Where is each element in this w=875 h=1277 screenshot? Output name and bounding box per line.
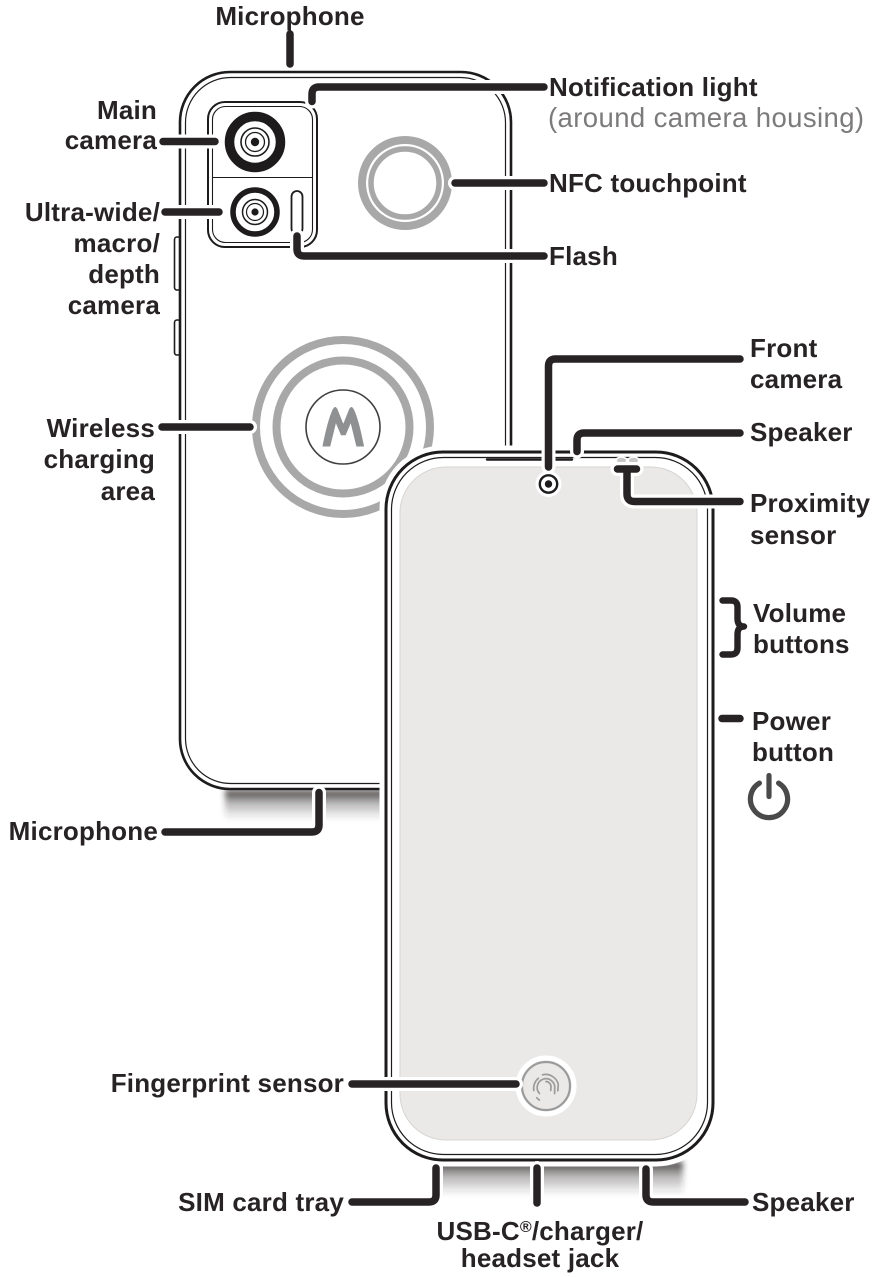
- label-sim-tray: SIM card tray: [178, 1187, 344, 1217]
- front-screen: [399, 466, 698, 1141]
- motorola-logo-icon: [305, 389, 381, 465]
- camera-housing: [207, 101, 318, 248]
- leader-flash: [290, 229, 551, 263]
- leader-speaker-bottom-line: [642, 1165, 749, 1206]
- label-volume-1: Volume: [753, 598, 846, 628]
- label-proximity-2: sensor: [750, 520, 836, 550]
- label-power-1: Power: [752, 706, 831, 736]
- label-notification-light-sub: (around camera housing): [548, 102, 864, 133]
- label-speaker-bottom: Speaker: [752, 1187, 855, 1217]
- label-main-camera-1: Main: [97, 95, 157, 125]
- camera-housing-inner-line: [211, 105, 314, 244]
- fingerprint-whorl-1: [545, 1080, 552, 1092]
- leader-sim-line: [348, 1164, 440, 1206]
- usb-registered-mark: ®: [520, 1219, 532, 1236]
- fingerprint-whorl-5: [535, 1096, 541, 1101]
- label-notification-light: Notification light: [549, 72, 758, 102]
- leader-proximity-line: [623, 466, 744, 506]
- motorola-batwing: [322, 406, 365, 447]
- power-icon-arc: [747, 780, 791, 821]
- nfc-inner-ring: [368, 146, 442, 220]
- usb-part1: USB-C: [437, 1216, 520, 1246]
- front-camera-pupil: [544, 480, 553, 488]
- leader-front-camera-line: [544, 355, 744, 471]
- leader-speaker-top: [570, 426, 747, 459]
- front-camera-icon: [535, 471, 562, 497]
- volume-buttons-bracket: [719, 597, 748, 658]
- label-front-camera-2: camera: [750, 364, 843, 394]
- leader-microphone-left-line: [161, 788, 323, 836]
- fingerprint-whorl-2: [536, 1077, 556, 1095]
- label-ultra-camera-4: camera: [68, 290, 161, 320]
- wireless-inner-ring: [272, 356, 414, 498]
- ultra-camera-inner-ring: [245, 202, 265, 222]
- leader-speaker-bottom: [639, 1162, 752, 1209]
- label-fingerprint: Fingerprint sensor: [111, 1068, 344, 1098]
- label-ultra-camera-3: depth: [88, 259, 160, 289]
- label-power-2: button: [752, 737, 834, 767]
- leader-sim-halo: [345, 1161, 443, 1209]
- leader-notification-light: [305, 80, 551, 109]
- ultra-camera-pupil: [251, 208, 259, 216]
- flash-icon: [290, 190, 304, 235]
- main-camera-outer-ring: [224, 111, 286, 173]
- label-front-camera-1: Front: [750, 333, 818, 363]
- main-camera-pupil: [250, 137, 260, 147]
- leader-sim-tray: [345, 1161, 443, 1209]
- proximity-window-2: [629, 457, 638, 464]
- label-wireless-2: charging: [44, 444, 155, 474]
- label-volume-2: buttons: [753, 629, 850, 659]
- power-icon: [747, 772, 791, 821]
- usb-part2: /charger/: [532, 1216, 644, 1246]
- leader-speaker-top-line: [573, 429, 744, 456]
- leader-notification-line: [308, 83, 548, 106]
- leader-microphone-left: [158, 785, 326, 839]
- label-ultra-camera-2: macro/: [74, 228, 160, 258]
- label-wireless-1: Wireless: [47, 413, 155, 443]
- leader-flash-line: [293, 232, 548, 260]
- ultra-wide-camera-lens-icon: [230, 187, 280, 237]
- label-microphone-top: Microphone: [215, 1, 364, 31]
- proximity-window-1: [617, 457, 626, 464]
- main-camera-lens-icon: [224, 111, 286, 173]
- label-ultra-camera-1: Ultra-wide/: [25, 197, 160, 227]
- label-speaker-top: Speaker: [750, 417, 853, 447]
- label-nfc-touchpoint: NFC touchpoint: [549, 168, 747, 198]
- label-main-camera-2: camera: [65, 125, 158, 155]
- fingerprint-whorl-3: [532, 1077, 540, 1092]
- label-wireless-3: area: [101, 476, 156, 506]
- ultra-camera-outer-ring: [230, 187, 280, 237]
- fingerprint-whorl-4: [541, 1073, 560, 1092]
- label-microphone-left: Microphone: [9, 816, 158, 846]
- main-camera-inner-ring: [244, 131, 266, 153]
- back-phone-shadow: [225, 790, 391, 820]
- front-phone: [379, 445, 720, 1167]
- leader-proximity: [610, 462, 747, 509]
- leader-front-camera: [541, 352, 747, 474]
- label-usb-line2: headset jack: [461, 1243, 620, 1273]
- label-proximity-1: Proximity: [750, 488, 871, 518]
- label-flash: Flash: [549, 241, 618, 271]
- label-usb-line1: USB-C®/charger/: [437, 1216, 644, 1246]
